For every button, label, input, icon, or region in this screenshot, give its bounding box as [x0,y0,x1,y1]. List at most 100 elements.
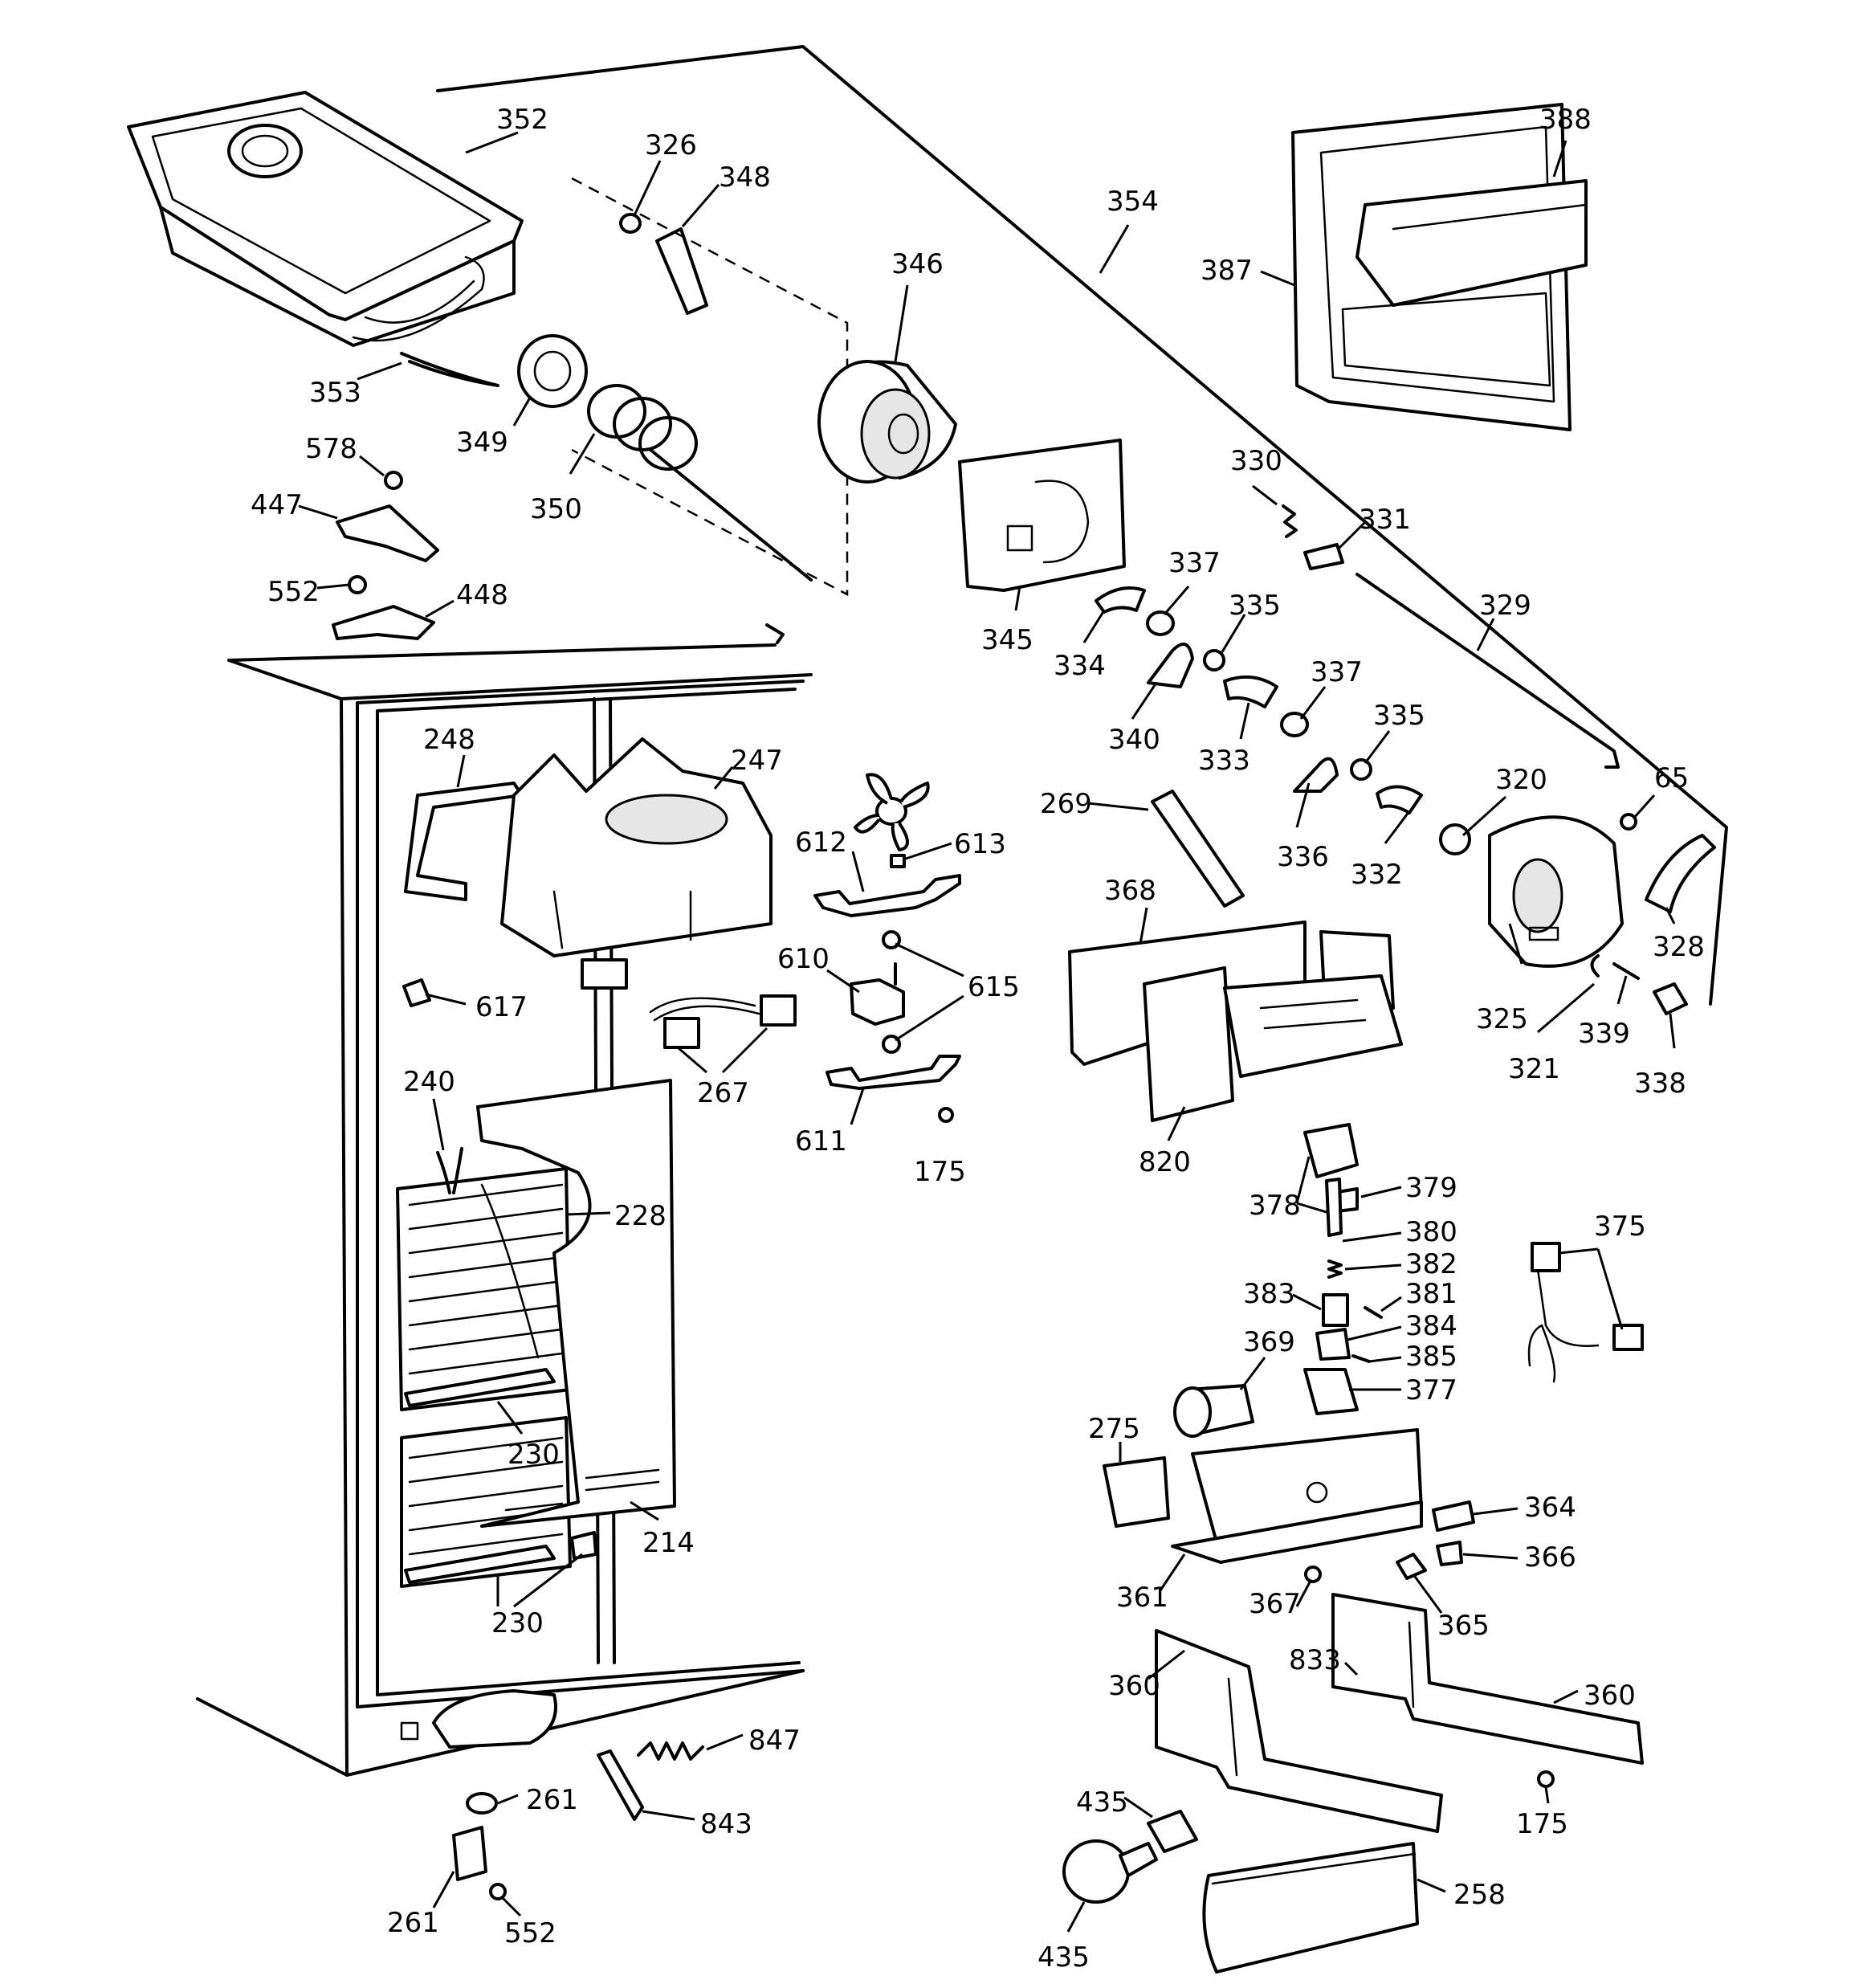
fan-motor-610 [850,978,905,1026]
tube-248 [404,782,524,901]
label-275: 275 [1088,1413,1140,1445]
connector-375-b [1612,1324,1644,1351]
switch-364 [1432,1500,1475,1532]
screw-367 [1304,1565,1322,1583]
label-261-bottom: 261 [387,1907,439,1939]
label-366: 366 [1524,1541,1576,1574]
label-384: 384 [1405,1310,1457,1342]
plunger-380 [1325,1178,1343,1237]
plate-448 [332,605,435,640]
heater-wire [480,1183,540,1359]
label-435-top: 435 [1076,1786,1128,1819]
label-447: 447 [251,489,303,521]
label-248: 248 [423,724,475,756]
label-448: 448 [456,579,508,611]
label-388: 388 [1539,104,1592,136]
label-369: 369 [1243,1326,1295,1358]
label-354: 354 [1107,186,1159,218]
label-339: 339 [1578,1018,1630,1050]
wire-240 [436,1147,463,1194]
label-329: 329 [1479,590,1531,622]
label-65: 65 [1654,762,1689,794]
screw-552-top [348,575,367,594]
cam-332 [1376,785,1423,814]
label-379: 379 [1405,1172,1457,1204]
blade-348 [655,227,708,315]
lever-843 [597,1749,644,1821]
label-337-b: 337 [1311,656,1363,688]
sleeve-383 [1322,1293,1349,1327]
part-labels: 352 326 348 346 354 388 387 353 349 350 … [251,104,1705,1974]
harness-267 [649,994,797,1049]
label-336: 336 [1277,841,1329,873]
label-330: 330 [1230,445,1282,477]
screw-552-bottom [489,1883,507,1900]
label-175-mid: 175 [914,1156,966,1188]
bracket-447 [336,504,439,562]
screw-175-mid [938,1107,954,1123]
label-381: 381 [1405,1278,1457,1310]
label-382: 382 [1405,1248,1457,1280]
bracket-377 [1303,1368,1359,1415]
spring-337-a [1146,610,1175,636]
label-615: 615 [968,971,1020,1003]
label-230-b: 230 [491,1607,544,1639]
clip-365 [1396,1553,1427,1580]
label-269: 269 [1040,788,1092,820]
label-387: 387 [1201,255,1253,287]
lamp-bulb-435 [1062,1839,1158,1904]
solenoid-378 [1303,1123,1359,1178]
label-247: 247 [731,745,783,777]
drum-346 [817,360,957,484]
frame-361 [1171,1428,1423,1564]
cam-333 [1223,675,1278,708]
socket-435 [1147,1810,1198,1853]
pin-339 [1612,962,1640,980]
clip-321 [1590,954,1600,978]
label-261-top: 261 [526,1784,578,1816]
label-364: 364 [1524,1492,1576,1524]
cover-328 [1645,834,1716,913]
label-578: 578 [305,433,357,465]
label-345: 345 [981,624,1033,656]
washer-261 [466,1792,498,1815]
label-360-left: 360 [1108,1670,1160,1702]
washer-335-a [1203,649,1225,672]
motor-369 [1173,1384,1254,1438]
rod-269 [1151,790,1245,908]
plate-275 [1103,1456,1170,1528]
screw-578 [384,471,403,490]
label-367: 367 [1249,1588,1301,1620]
bracket-230 [570,1531,597,1560]
label-334: 334 [1054,650,1106,682]
label-847: 847 [748,1725,801,1757]
label-333: 333 [1198,745,1250,777]
clamp-366 [1436,1541,1463,1566]
wheel-349 [517,334,588,408]
cam-340 [1147,643,1194,688]
cam-334 [1095,586,1146,614]
label-337-a: 337 [1168,547,1221,579]
label-350: 350 [530,493,582,525]
label-352: 352 [496,104,548,136]
pin-381 [1364,1306,1383,1319]
body-384 [1315,1328,1351,1361]
spring-382 [1327,1259,1343,1279]
housing-outline-354 [436,45,1728,1006]
spring-330 [1282,504,1298,538]
label-375: 375 [1594,1210,1646,1243]
screw-175-right [1537,1770,1555,1788]
pin-385 [1351,1354,1371,1363]
label-267: 267 [697,1077,749,1109]
label-612: 612 [795,827,847,859]
label-349: 349 [456,427,508,459]
label-385: 385 [1405,1341,1457,1373]
rail-360-left [1155,1629,1443,1833]
spring-847 [637,1741,704,1761]
label-368: 368 [1104,875,1156,907]
label-380: 380 [1405,1216,1457,1248]
ice-bucket-352 [127,91,524,347]
label-175-right: 175 [1516,1808,1568,1840]
bracket-612 [813,874,961,917]
ice-mold-820 [1143,966,1403,1122]
